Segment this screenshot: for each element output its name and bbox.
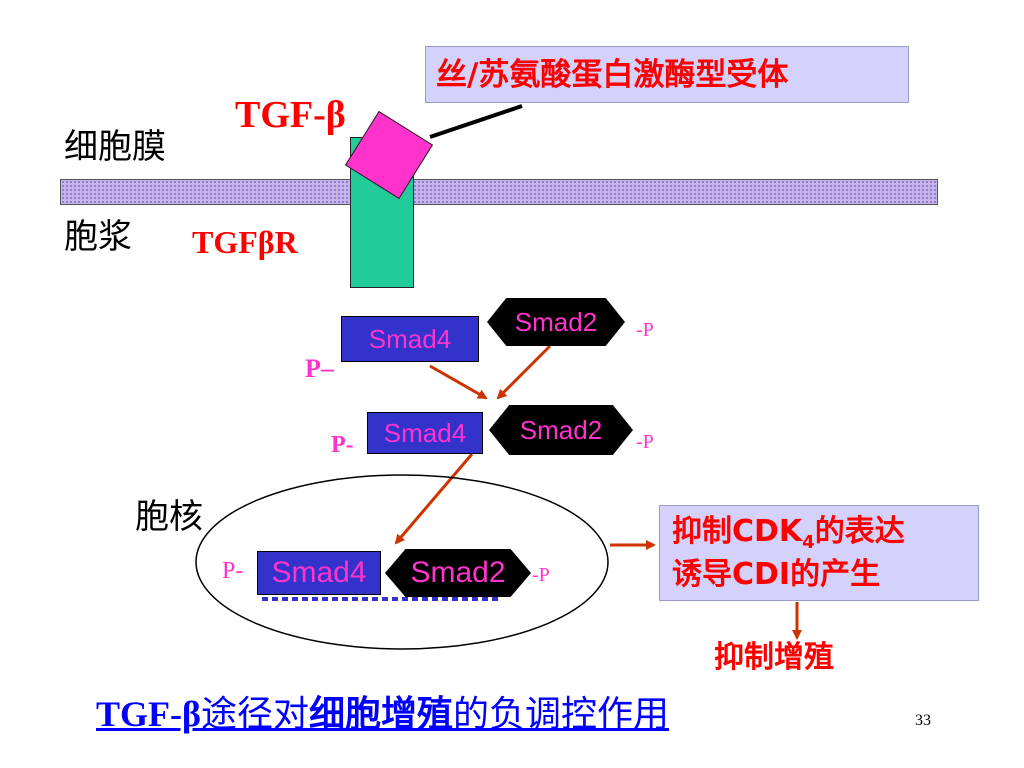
receptor-type-box: [425, 46, 909, 103]
receptor-pointer-line: [429, 104, 523, 139]
arrow-smad2-to-complex: [496, 344, 552, 400]
arrow-smad4-to-complex: [429, 364, 488, 400]
title-part-3: 细胞增殖: [308, 694, 453, 734]
phospho-right-2: -P: [636, 431, 654, 453]
ligand-label: TGF-β: [235, 94, 346, 136]
smad4-block-3: Smad4: [257, 551, 381, 595]
smad2-block-2: Smad2: [489, 405, 633, 455]
nucleus-ellipse: [195, 474, 609, 650]
effect-line-1: 抑制CDK4的表达: [672, 517, 905, 552]
smad4-block-2: Smad4: [367, 412, 483, 454]
phospho-left-3: P-: [222, 558, 244, 584]
title-part-2: 途径对: [200, 694, 309, 734]
cell-membrane: [60, 179, 938, 205]
nucleus-label: 胞核: [135, 497, 203, 537]
phospho-left-2: P-: [331, 432, 354, 458]
phospho-right-1: -P: [636, 319, 654, 341]
effect-line-1-b: 的表达: [814, 514, 905, 549]
effect-line-1-a: 抑制CDK: [672, 514, 803, 549]
effect-line-2: 诱导CDI的产生: [672, 557, 881, 592]
phospho-left-1: P–: [305, 354, 334, 383]
effect-box: [659, 505, 979, 601]
arrow-to-nucleus: [394, 453, 474, 545]
phospho-right-3: -P: [532, 564, 550, 586]
page-number: 33: [915, 712, 931, 729]
title-part-4: 的负调控作用: [453, 694, 670, 734]
result-label: 抑制增殖: [714, 640, 834, 675]
receptor-name-label: TGFβR: [192, 224, 298, 260]
receptor-type-label: 丝/苏氨酸蛋白激酶型受体: [436, 57, 789, 93]
cytoplasm-label: 胞浆: [64, 217, 132, 257]
smad2-block-3: Smad2: [385, 549, 531, 597]
smad4-block-1: Smad4: [341, 316, 479, 362]
membrane-label: 细胞膜: [64, 127, 166, 167]
title-part-1: TGF-β: [96, 694, 201, 734]
slide-title: TGF-β途径对细胞增殖的负调控作用: [96, 696, 669, 732]
smad2-block-1: Smad2: [487, 298, 625, 346]
effect-line-1-sub: 4: [802, 532, 815, 553]
